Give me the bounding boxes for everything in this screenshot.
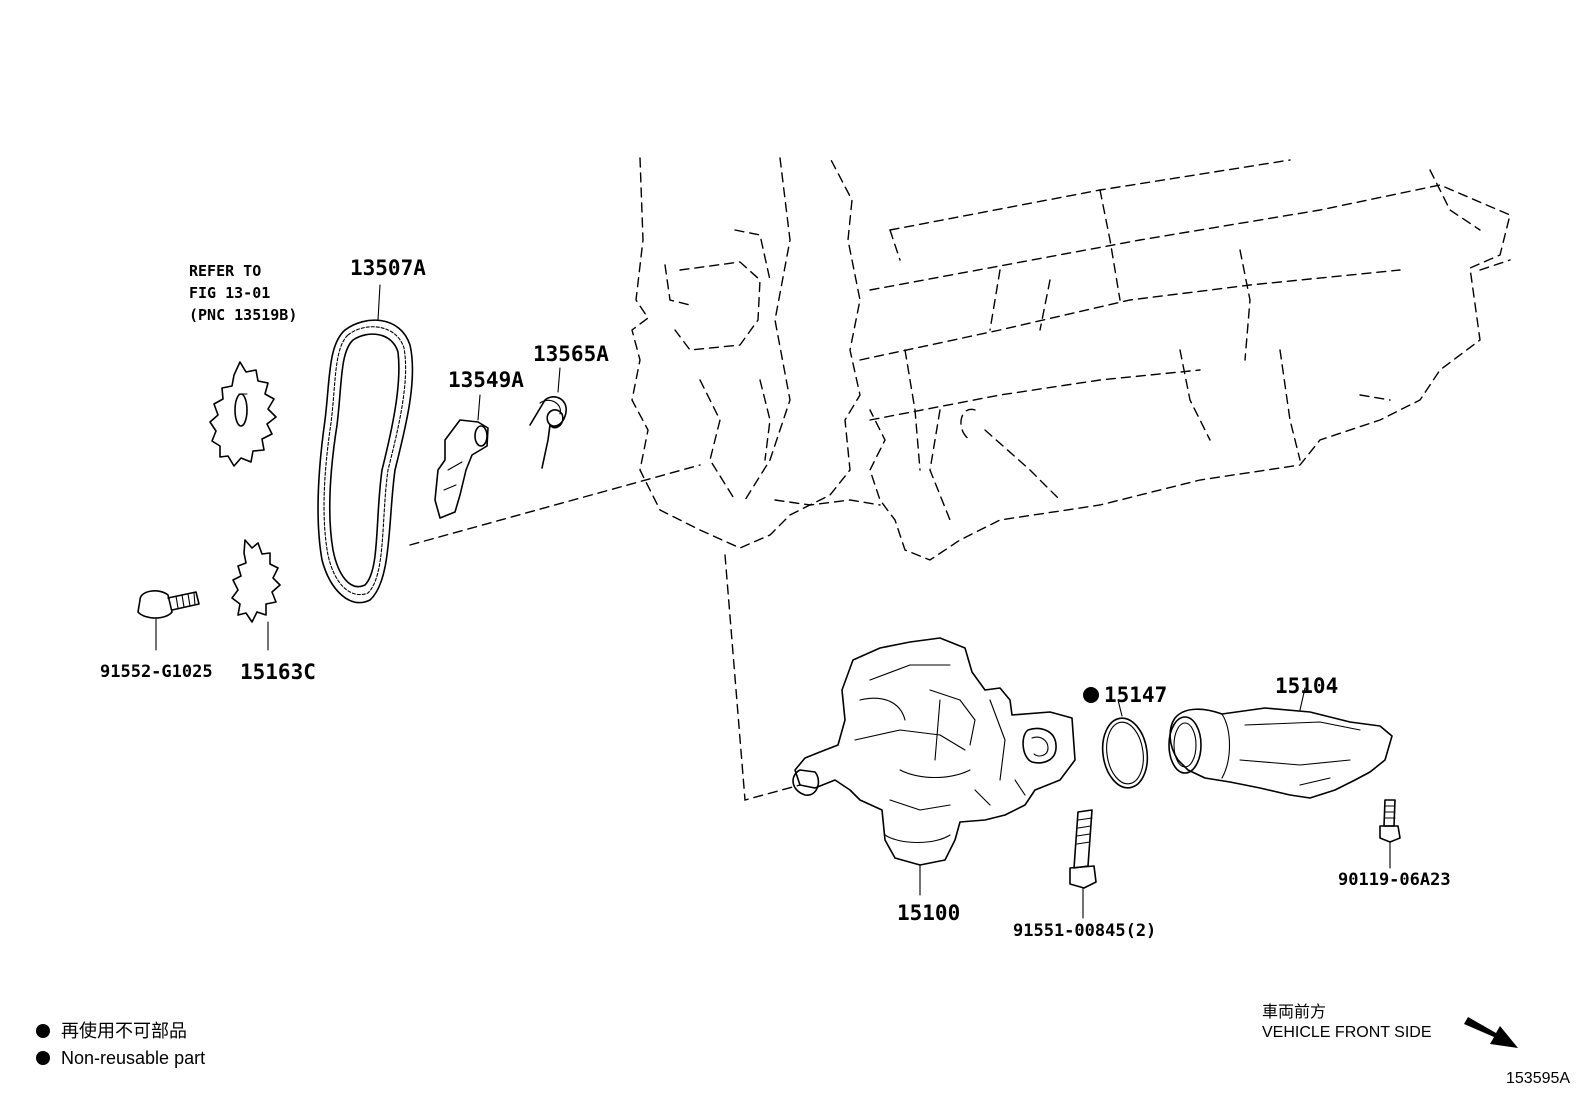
part-label-13549a[interactable]: 13549A [448, 368, 524, 392]
tensioner-spring [529, 396, 567, 469]
assembly-leader-lines [409, 464, 801, 801]
flange-bolt-91552 [137, 590, 200, 651]
part-label-13565a[interactable]: 13565A [533, 342, 609, 366]
legend-bullet-jp [36, 1024, 50, 1038]
vehicle-front-indicator: 車両前方 VEHICLE FRONT SIDE [1262, 1003, 1518, 1048]
chain-tensioner-arm [434, 419, 489, 519]
part-label-91552-g1025[interactable]: 91552-G1025 [100, 662, 213, 682]
o-ring-15147 [1101, 699, 1149, 789]
legend: 再使用不可部品 Non-reusable part [36, 1021, 205, 1068]
oil-pump-sprocket [231, 539, 281, 651]
oil-pump-assembly [792, 637, 1076, 896]
part-label-15163c[interactable]: 15163C [240, 660, 316, 684]
front-direction-arrow-icon [1464, 1017, 1518, 1048]
reference-note-line1: REFER TO [189, 262, 261, 280]
reference-note: REFER TO FIG 13-01 (PNC 13519B) [189, 262, 297, 324]
part-label-15100[interactable]: 15100 [897, 901, 960, 925]
part-label-90119-06a23[interactable]: 90119-06A23 [1338, 870, 1451, 890]
oil-strainer-15104 [1168, 687, 1393, 799]
reference-note-line2: FIG 13-01 [189, 284, 270, 302]
figure-number: 153595A [1506, 1070, 1570, 1087]
oil-pump-drive-chain [317, 319, 414, 604]
long-bolt-91551 [1069, 809, 1097, 919]
bolt-90119 [1379, 799, 1401, 869]
part-label-13507a[interactable]: 13507A [350, 256, 426, 280]
reference-note-line3: (PNC 13519B) [189, 306, 297, 324]
legend-bullet-en [36, 1051, 50, 1065]
legend-text-en: Non-reusable part [61, 1048, 205, 1068]
part-label-15104[interactable]: 15104 [1275, 674, 1338, 698]
legend-text-jp: 再使用不可部品 [61, 1021, 187, 1041]
non-reusable-marker [1083, 687, 1099, 703]
direction-text-en: VEHICLE FRONT SIDE [1262, 1024, 1432, 1041]
part-label-15147[interactable]: 15147 [1104, 683, 1167, 707]
part-label-91551-00845[interactable]: 91551-00845(2) [1013, 921, 1156, 941]
engine-block-outline [631, 157, 1511, 561]
crankshaft-sprocket [209, 361, 277, 467]
label-leader-lines [377, 284, 561, 421]
direction-text-jp: 車両前方 [1262, 1003, 1326, 1021]
